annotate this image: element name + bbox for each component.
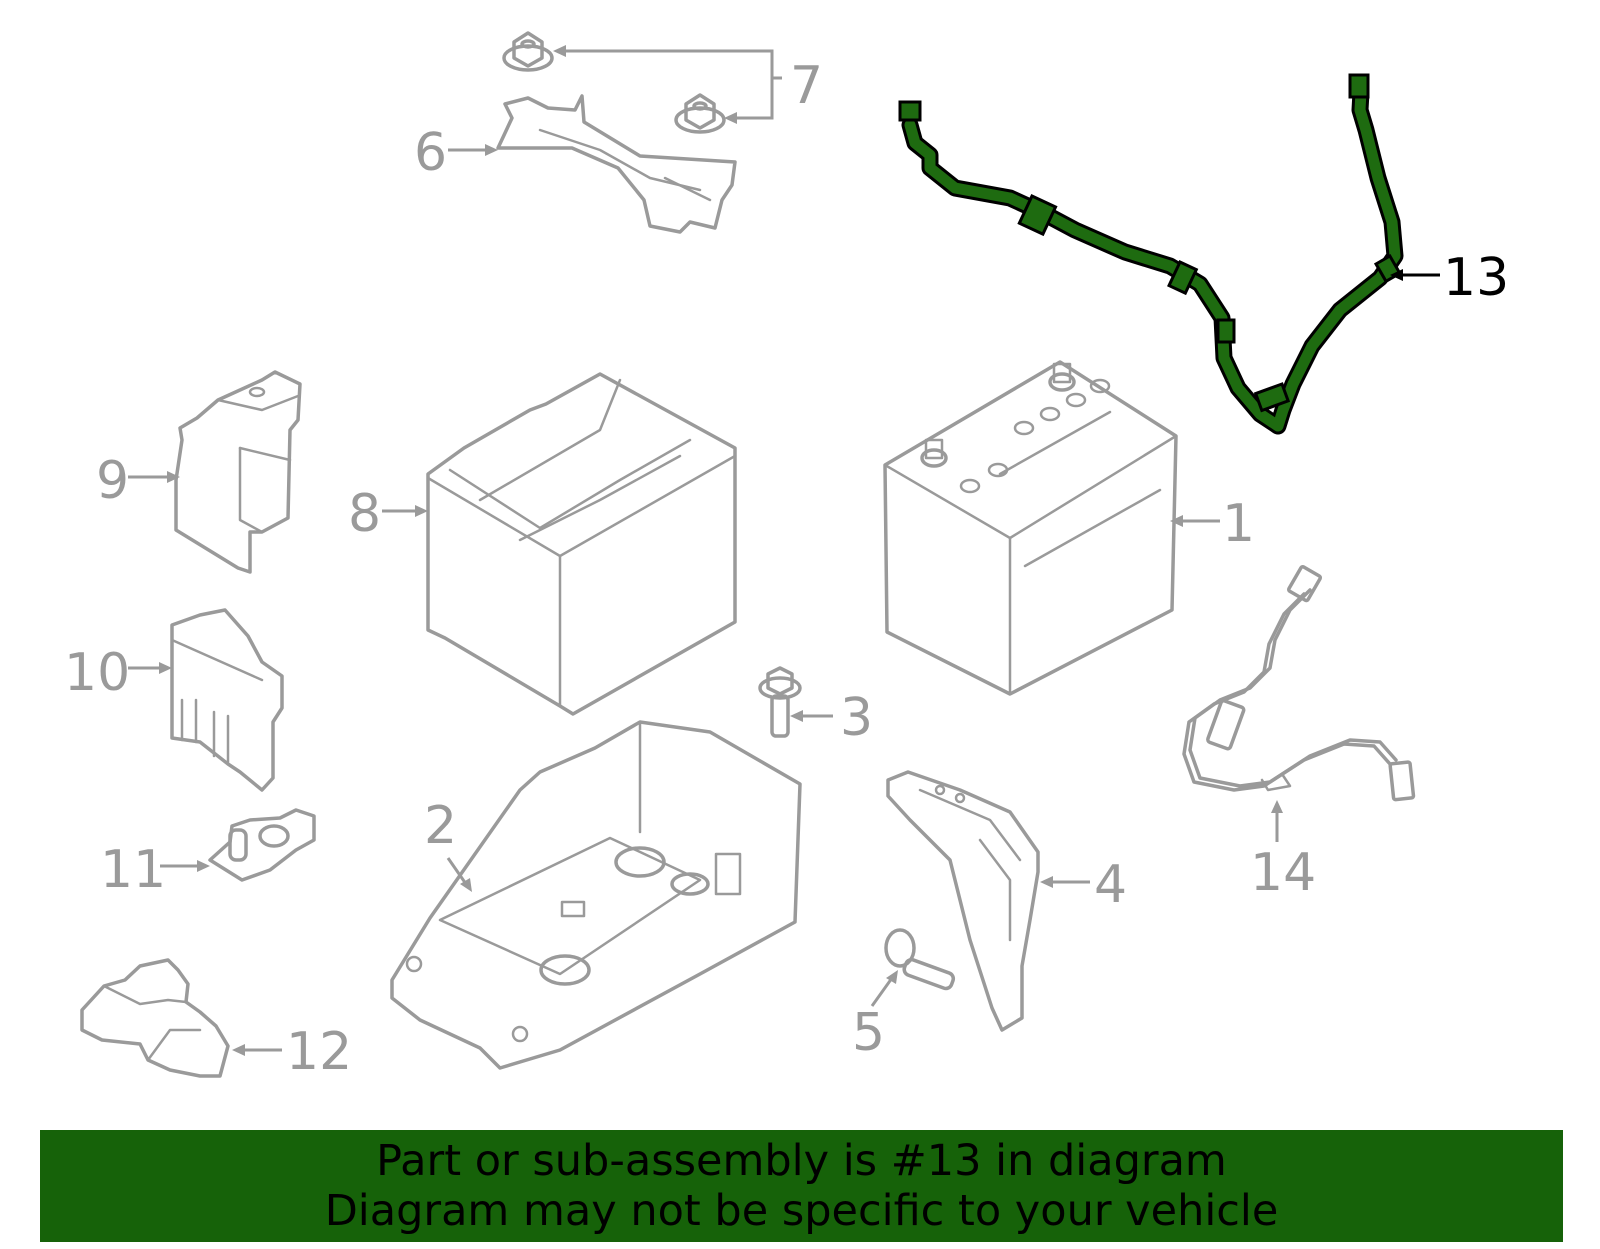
part-3-bolt: [758, 666, 802, 738]
callout-3: 3: [840, 688, 873, 748]
callout-4: 4: [1094, 855, 1127, 915]
part-6-bracket: [496, 94, 737, 234]
part-9-cover: [174, 370, 302, 574]
notice-banner: Part or sub-assembly is #13 in diagram D…: [40, 1130, 1563, 1242]
callout-12: 12: [286, 1022, 352, 1082]
callout-9: 9: [96, 451, 129, 511]
callout-labels: 7 6 13 9 8 1 10 3 2 11 4 14 5 12: [64, 56, 1509, 1082]
callout-14: 14: [1250, 843, 1316, 903]
callout-6: 6: [414, 123, 447, 183]
callout-1: 1: [1222, 494, 1255, 554]
callout-11: 11: [100, 840, 166, 900]
part-8-cover: [426, 372, 737, 716]
part-2-tray: [390, 720, 802, 1070]
part-11-sensor: [208, 808, 316, 882]
part-10-block: [170, 608, 284, 792]
callout-13: 13: [1443, 248, 1509, 308]
part-7-nuts: [502, 31, 726, 134]
part-4-bracket: [886, 770, 1040, 1032]
banner-line-1: Part or sub-assembly is #13 in diagram: [376, 1136, 1227, 1186]
banner-line-2: Diagram may not be specific to your vehi…: [324, 1186, 1279, 1236]
part-12-terminal: [80, 958, 230, 1078]
callout-10: 10: [64, 643, 130, 703]
callout-5: 5: [852, 1003, 885, 1063]
parts-diagram: 7 6 13 9 8 1 10 3 2 11 4 14 5 12: [64, 31, 1509, 1082]
part-13-cable: [898, 73, 1404, 435]
part-1-battery: [883, 360, 1178, 696]
part-5-bolt: [884, 928, 956, 991]
callout-leaders: [128, 45, 1440, 1056]
part-14-harness: [1182, 564, 1416, 802]
callout-7: 7: [790, 56, 823, 116]
callout-2: 2: [424, 796, 457, 856]
callout-8: 8: [348, 484, 381, 544]
